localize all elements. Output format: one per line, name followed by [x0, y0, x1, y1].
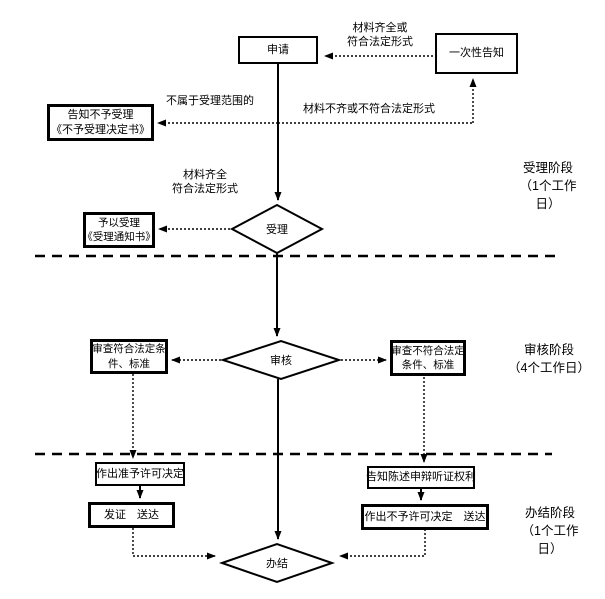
edge-label-line: 符合法定形式 — [172, 183, 238, 196]
node-review-fail-line2: 条件、标准 — [401, 359, 455, 371]
node-hearing-rights: 告知陈述申辩听证权利 — [366, 466, 476, 489]
phase-line: 受理阶段 — [522, 161, 573, 175]
node-issue-deliver: 发证 送达 — [88, 502, 175, 528]
phase-line: 审核阶段 — [523, 343, 574, 357]
node-reject-notice-line2: 《不予受理决定书》 — [51, 123, 150, 136]
node-deny-decision-label: 作出不予许可决定 送达 — [364, 510, 486, 523]
dotted-issue-to-finish — [132, 528, 216, 560]
edge-label-materials-complete-legal: 材料齐全 符合法定形式 — [168, 168, 242, 197]
node-reject-notice-line1: 告知不予受理 — [67, 108, 134, 121]
edge-label-materials-complete-or-legal: 材料齐全或 符合法定形式 — [330, 21, 430, 50]
edge-label-line: 材料齐全或 — [352, 22, 408, 34]
phase-line: （4个工作日） — [508, 361, 590, 376]
node-grant-decision-label: 作出准予许可决定 — [96, 467, 184, 480]
diamond-review — [219, 339, 343, 381]
node-accept-notice-line1: 予以受理 — [98, 216, 140, 229]
node-review-fail-line1: 审查不符合法定 — [391, 344, 465, 357]
node-issue-deliver-label: 发证 送达 — [104, 508, 159, 521]
diamond-review-label: 审核 — [270, 355, 292, 367]
node-review-pass: 审查符合法定条 件、标准 — [90, 339, 168, 374]
node-accept-notice: 予以受理 《受理通知书》 — [82, 212, 156, 248]
node-review-fail: 审查不符合法定 条件、标准 — [390, 340, 466, 376]
diamond-accept-label: 受理 — [266, 224, 288, 236]
edge-label-line: 符合法定形式 — [347, 36, 413, 49]
node-review-pass-line2: 件、标准 — [108, 357, 150, 370]
phase-label-finish: 办结阶段 （1个工作 日） — [506, 504, 594, 558]
node-one-time-notice-label: 一次性告知 — [449, 47, 504, 60]
phase-line: 办结阶段 — [524, 506, 575, 520]
phase-label-review: 审核阶段 （4个工作日） — [500, 341, 598, 377]
phase-line: 日） — [537, 542, 563, 557]
node-one-time-notice: 一次性告知 — [435, 33, 518, 74]
node-review-pass-line1: 审查符合法定条 — [92, 343, 166, 356]
node-grant-decision: 作出准予许可决定 — [95, 462, 185, 486]
node-apply: 申请 — [238, 36, 318, 64]
edge-label-out-of-scope: 不属于受理范围的 — [166, 95, 254, 107]
edge-label-materials-incomplete: 材料不齐或不符合法定形式 — [303, 103, 435, 115]
node-hearing-rights-label: 告知陈述申辩听证权利 — [366, 471, 476, 484]
phase-line: 日） — [535, 197, 561, 212]
phase-line: （1个工作 — [519, 179, 577, 194]
node-accept-notice-line2: 《受理通知书》 — [82, 231, 156, 243]
node-reject-notice: 告知不予受理 《不予受理决定书》 — [47, 104, 154, 141]
diamond-accept — [229, 203, 325, 255]
phase-label-accept: 受理阶段 （1个工作 日） — [506, 159, 590, 213]
phase-line: （1个工作 — [521, 524, 579, 539]
edge-label-line: 材料齐全 — [183, 169, 227, 181]
diamond-finish — [218, 542, 336, 584]
node-apply-label: 申请 — [267, 43, 289, 56]
node-deny-decision: 作出不予许可决定 送达 — [361, 504, 489, 530]
dotted-deny-to-finish — [339, 529, 426, 560]
diamond-finish-label: 办结 — [266, 558, 288, 570]
